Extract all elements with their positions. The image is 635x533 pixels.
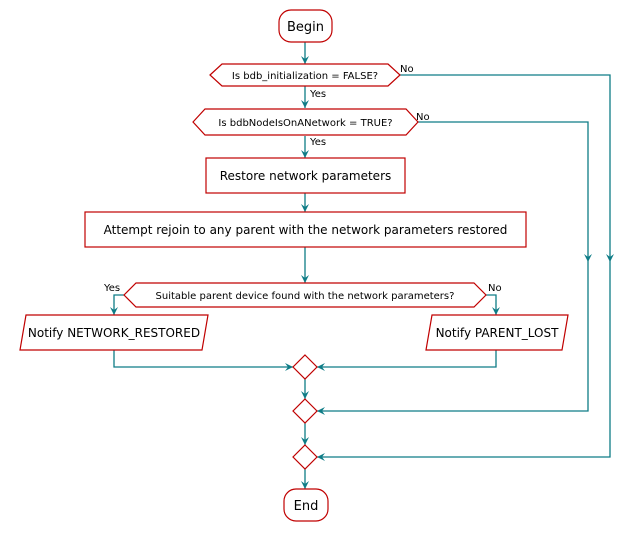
notify-lost-label: Notify PARENT_LOST [436,326,560,340]
branch-label-no: No [400,64,414,75]
rejoin-box: Attempt rejoin to any parent with the ne… [84,211,527,248]
notify-restored-label: Notify NETWORK_RESTORED [28,326,200,340]
connectors [110,42,614,489]
decision-network-label: Is bdbNodeIsOnANetwork = TRUE? [218,118,392,129]
merge-diamond [292,398,318,424]
branch-label-yes: Yes [309,89,326,100]
start-node: Begin [278,9,333,43]
merge-diamond [292,354,318,380]
branch-label-yes: Yes [309,137,326,148]
decision-parent-label: Suitable parent device found with the ne… [156,291,455,302]
merge-diamond [292,444,318,470]
connector-init-no [317,74,611,458]
connector-restored-to-merge [113,350,293,368]
decision-network: Is bdbNodeIsOnANetwork = TRUE? [192,108,419,136]
branch-label-no: No [416,112,430,123]
connector-parent-no [486,294,497,315]
decision-init: Is bdb_initialization = FALSE? [209,63,401,87]
connector-parent-yes [113,294,124,315]
branch-label-no: No [488,283,502,294]
connector-network-no [317,121,589,412]
restore-box: Restore network parameters [205,157,406,194]
decision-init-label: Is bdb_initialization = FALSE? [232,71,378,82]
branch-label-yes: Yes [103,283,120,294]
notify-restored-box: Notify NETWORK_RESTORED [19,314,209,351]
end-label: End [294,499,319,514]
decision-parent: Suitable parent device found with the ne… [123,282,487,308]
connector-lost-to-merge [317,350,497,368]
notify-lost-box: Notify PARENT_LOST [425,314,569,351]
restore-label: Restore network parameters [220,169,392,183]
start-label: Begin [287,20,324,35]
rejoin-label: Attempt rejoin to any parent with the ne… [104,223,508,237]
end-node: End [283,488,329,522]
